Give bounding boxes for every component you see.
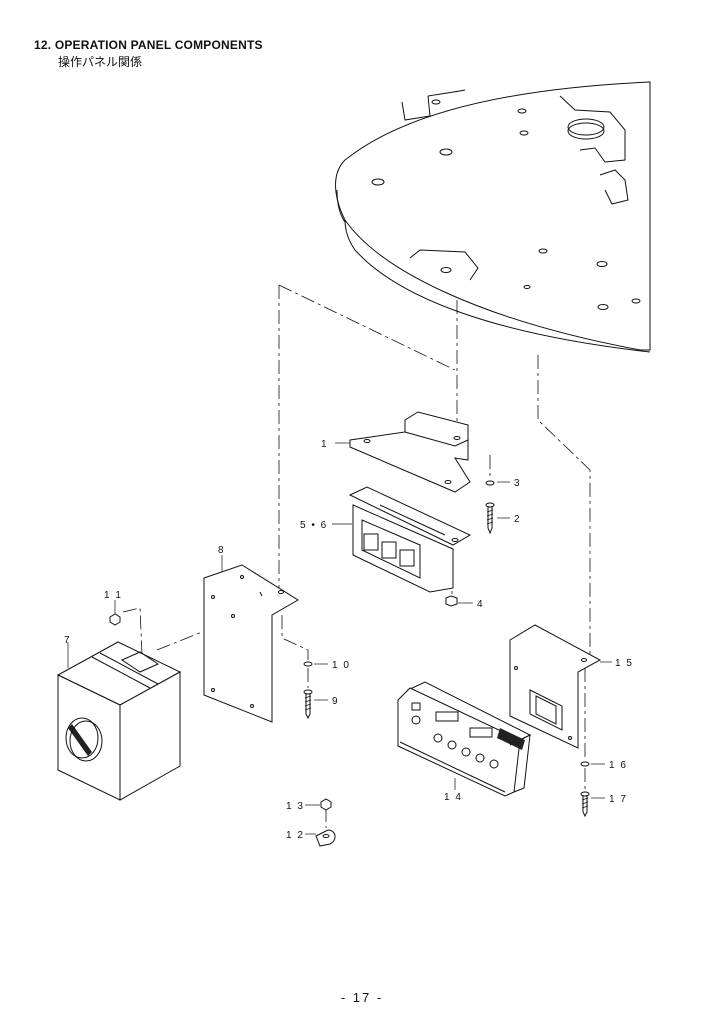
callout-4: 4 (477, 599, 484, 610)
part-16-washer (580, 761, 590, 767)
part-13-screw (320, 798, 332, 811)
callout-13: 1 3 (286, 801, 304, 812)
callout-leaders (67, 442, 612, 835)
page-subtitle: 操作パネル関係 (58, 55, 143, 69)
part-11-screw (109, 613, 121, 626)
callout-16: 1 6 (609, 760, 627, 771)
callout-3: 3 (514, 478, 521, 489)
part-10-washer (303, 661, 313, 667)
part-5-6-switch-unit (348, 486, 472, 593)
callout-8: 8 (218, 545, 225, 556)
callout-11: 1 1 (104, 590, 122, 601)
part-12-clamp (315, 829, 336, 847)
callout-2: 2 (514, 514, 521, 525)
part-3-washer (485, 480, 495, 486)
part-15-bracket (509, 624, 602, 749)
callout-15: 1 5 (615, 658, 633, 669)
callout-7: 7 (64, 635, 71, 646)
callout-5-6: 5 • 6 (300, 520, 328, 531)
callout-9: 9 (332, 696, 339, 707)
part-17-screw (580, 791, 590, 818)
callout-1: 1 (321, 439, 328, 450)
part-4-nut (445, 595, 458, 607)
callout-14: 1 4 (444, 792, 462, 803)
part-2-screw (485, 502, 495, 535)
page-title: 12. OPERATION PANEL COMPONENTS (34, 38, 263, 52)
callout-12: 1 2 (286, 830, 304, 841)
part-14-operation-panel (397, 681, 532, 797)
callout-17: 1 7 (609, 794, 627, 805)
alignment-lines (122, 284, 591, 828)
part-9-screw (303, 689, 313, 720)
part-1-bracket (349, 411, 471, 493)
callout-10: 1 0 (332, 660, 350, 671)
table-top (335, 81, 651, 353)
part-8-bracket (203, 564, 299, 723)
page-number: - 17 - (340, 990, 384, 1005)
part-7-switch-box (56, 641, 182, 801)
